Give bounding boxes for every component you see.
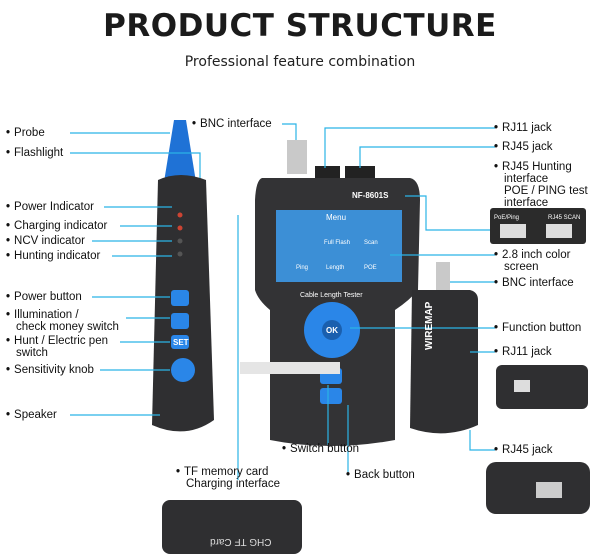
menu-item-scan: Scan [364,240,378,246]
sensitivity-knob-shape [171,358,195,382]
label-illumination: •Illumination /check money switch [6,309,119,333]
back-button-shape [320,388,342,404]
menu-item-fullflash: Full Flash [324,240,351,246]
set-label: SET [173,338,189,347]
rj11-inset [496,365,588,409]
label-back-button: •Back button [346,469,415,481]
remote-unit [410,262,478,434]
cable-shape [240,362,340,374]
port-label-poe: PoE/Ping [494,215,520,221]
illumination-button-shape [171,313,189,329]
port-label-scan: RJ45 SCAN [548,215,581,221]
label-flashlight: •Flashlight [6,147,64,159]
label-rj45-top: •RJ45 jack [494,141,553,153]
bnc-connector [287,140,307,174]
rj11-port [315,166,340,180]
color-screen [276,210,402,282]
label-probe: •Probe [6,127,45,139]
hunting-indicator-led [177,251,183,257]
charging-indicator-led [177,225,183,231]
label-power-button: •Power button [6,291,82,303]
set-button-shape [171,335,189,349]
page-subtitle: Professional feature combination [184,54,416,70]
probe-device [152,120,214,432]
label-bnc-top: •BNC interface [192,118,272,130]
menu-title: Menu [326,213,347,222]
tf-text: CHG TF Card [210,536,272,547]
label-ncv-indicator: •NCV indicator [6,235,85,247]
model-label: NF-8601S [352,191,389,200]
label-rj11-top: •RJ11 jack [494,122,552,134]
tf-inset [162,500,302,554]
label-rj45-bottom: •RJ45 jack [494,444,553,456]
label-power-indicator: •Power Indicator [6,201,94,213]
label-speaker: •Speaker [6,409,57,421]
ok-label: OK [326,326,338,335]
remote-body [410,290,478,434]
remote-bnc [436,262,450,290]
main-tester-device [240,140,420,446]
label-sensitivity-knob: •Sensitivity knob [6,364,94,376]
power-button-shape [171,290,189,306]
remote-brand: WIREMAP [424,301,435,350]
label-switch-button: •Switch button [282,443,360,455]
label-rj11-right: •RJ11 jack [494,346,552,358]
label-charging-indicator: •Charging indicator [6,220,108,232]
menu-item-ping: Ping [296,265,309,271]
page-title: PRODUCT STRUCTURE [103,8,497,44]
menu-item-poe: POE [364,265,377,271]
label-hunting-indicator: •Hunting indicator [6,250,101,262]
label-function-button: •Function button [494,322,582,334]
front-label: Cable Length Tester [300,292,363,299]
ncv-indicator-led [177,238,183,244]
label-bnc-right: •BNC interface [494,277,574,289]
rj45-port [345,166,375,180]
power-indicator-led [177,212,183,218]
probe-tip [164,120,196,182]
menu-item-length: Length [326,265,345,271]
